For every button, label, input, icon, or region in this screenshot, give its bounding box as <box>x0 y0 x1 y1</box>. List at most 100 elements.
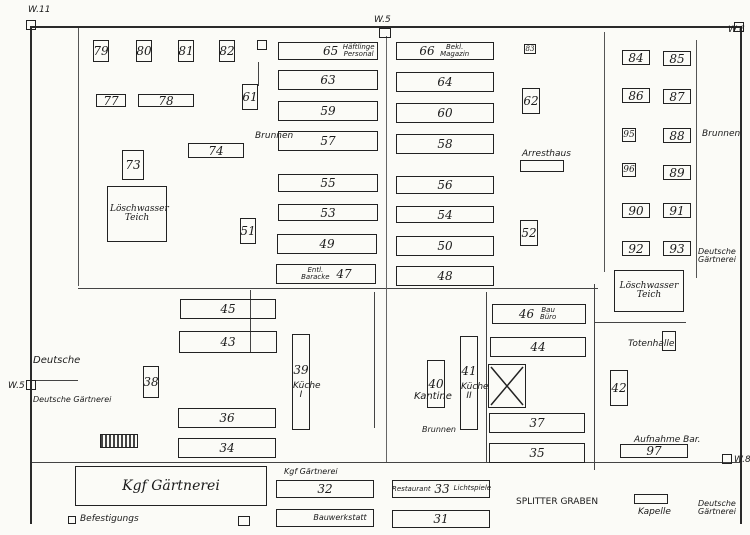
building-77: 77 <box>96 94 126 107</box>
building-47: Entl. Baracke 47 <box>276 264 376 284</box>
building-38: 38 <box>143 366 159 398</box>
road-center <box>386 36 387 462</box>
building-81: 81 <box>178 40 194 62</box>
building-50: 50 <box>396 236 494 256</box>
building-87: 87 <box>663 89 691 104</box>
building-41-note: Küche II <box>461 381 489 401</box>
fence-inner-right <box>604 32 605 272</box>
building-33: 33 Lichtspiele <box>392 480 491 498</box>
building-85: 85 <box>663 51 691 66</box>
building-52: 52 <box>520 220 538 246</box>
building-65: 65 Häftlinge Personal <box>278 42 378 60</box>
building-44: 44 <box>490 337 586 357</box>
building-51: 51 <box>240 218 256 244</box>
watchtower-w5-left-label: W.5 <box>8 381 25 391</box>
road-vert-c <box>486 292 487 462</box>
road-right-h <box>594 322 686 323</box>
building-34: 34 <box>178 438 276 458</box>
road-left-h <box>32 380 78 381</box>
road-mid <box>78 288 598 289</box>
building-49: 49 <box>277 234 377 254</box>
brunnen-label-3: Brunnen <box>422 425 456 434</box>
deutsche-bottom-label: Deutsche Gärtnerei <box>698 499 742 517</box>
building-32: 32 <box>276 480 374 498</box>
building-kapelle <box>634 494 668 504</box>
building-55: 55 <box>278 174 378 192</box>
road-lower <box>32 462 740 463</box>
building-small-bottom <box>238 516 250 526</box>
watchtower-w5 <box>379 28 391 38</box>
brunnen-label-1: Brunnen <box>255 131 294 141</box>
fence-top <box>30 26 742 28</box>
totenhalle-label: Totenhalle <box>628 339 675 349</box>
fence-right <box>740 26 742 524</box>
restaurant-label: Restaurant <box>392 485 431 493</box>
building-61: 61 <box>242 84 258 110</box>
building-56: 56 <box>396 176 494 194</box>
deutsche-bottom-text: Deutsche Gärtnerei <box>698 499 736 517</box>
building-91: 91 <box>663 203 691 218</box>
building-63: 63 <box>278 70 378 90</box>
building-31: 31 <box>392 510 490 528</box>
building-40: 40 <box>427 360 445 408</box>
fire-pond-left: Löschwasser Teich <box>107 186 169 242</box>
building-42: 42 <box>610 370 628 406</box>
watchtower-w5-label: W.5 <box>374 15 391 25</box>
building-47-number: 47 <box>336 267 352 281</box>
aufnahme-label: Aufnahme Bar. <box>634 435 701 445</box>
building-58: 58 <box>396 134 494 154</box>
building-33-number: 33 <box>434 482 450 496</box>
building-79: 79 <box>93 40 109 62</box>
building-60: 60 <box>396 103 494 123</box>
gaertnerei-label-left: Deutsche Gärtnerei <box>33 395 112 404</box>
building-88: 88 <box>663 128 691 143</box>
road-vert-a <box>258 62 259 86</box>
building-39-number: 39 <box>293 362 309 377</box>
watchtower-w8-label: W.8 <box>734 455 750 465</box>
building-66-number: 66 <box>419 44 435 58</box>
building-95: 95 <box>622 128 636 142</box>
building-84: 84 <box>622 50 650 65</box>
building-small-left <box>100 434 138 448</box>
road-vert-b <box>374 292 375 428</box>
kgf-gaertnerei-small: Kgf Gärtnerei <box>284 467 338 476</box>
building-47-note: Entl. Baracke <box>301 265 330 281</box>
building-45: 45 <box>180 299 276 319</box>
building-39: 39 Küche I <box>292 334 321 430</box>
building-92: 92 <box>622 241 650 256</box>
building-66: 66 Bekl. Magazin <box>396 42 494 60</box>
kgf-gaertnerei-label: Kgf Gärtnerei <box>122 478 220 494</box>
building-41-number: 41 <box>461 363 477 378</box>
splitter-graben-label: SPLITTER GRABEN <box>516 497 599 507</box>
building-37: 37 <box>489 413 585 433</box>
building-bauwerkstatt: Bauwerkstatt <box>276 509 374 527</box>
building-57: 57 <box>278 131 378 151</box>
building-befestigungs-box <box>68 516 76 524</box>
building-65-note: Häftlinge Personal <box>342 42 375 58</box>
building-36: 36 <box>178 408 276 428</box>
building-80: 80 <box>136 40 152 62</box>
watchtower-w5-left <box>26 380 36 390</box>
fire-pond-right: Löschwasser Teich <box>614 270 684 312</box>
building-93: 93 <box>663 241 691 256</box>
watchtower-w11 <box>26 20 36 30</box>
building-78: 78 <box>138 94 194 107</box>
fence-inner-left <box>78 28 79 286</box>
building-90: 90 <box>622 203 650 218</box>
watchtower-w11-label: W.11 <box>28 5 51 15</box>
watchtower-w6 <box>734 22 744 32</box>
building-96: 96 <box>622 163 636 177</box>
fence-inner-right2 <box>696 40 697 278</box>
kapelle-label: Kapelle <box>638 507 671 517</box>
building-totenhalle <box>662 331 676 351</box>
fence-left <box>30 26 32 524</box>
building-46-note: Bau Büro <box>539 305 557 321</box>
building-46-number: 46 <box>518 307 535 321</box>
building-83: 83 <box>524 44 536 54</box>
building-43: 43 <box>179 331 277 353</box>
building-59: 59 <box>278 101 378 121</box>
building-35: 35 <box>489 443 585 463</box>
building-53: 53 <box>278 204 378 221</box>
building-64: 64 <box>396 72 494 92</box>
